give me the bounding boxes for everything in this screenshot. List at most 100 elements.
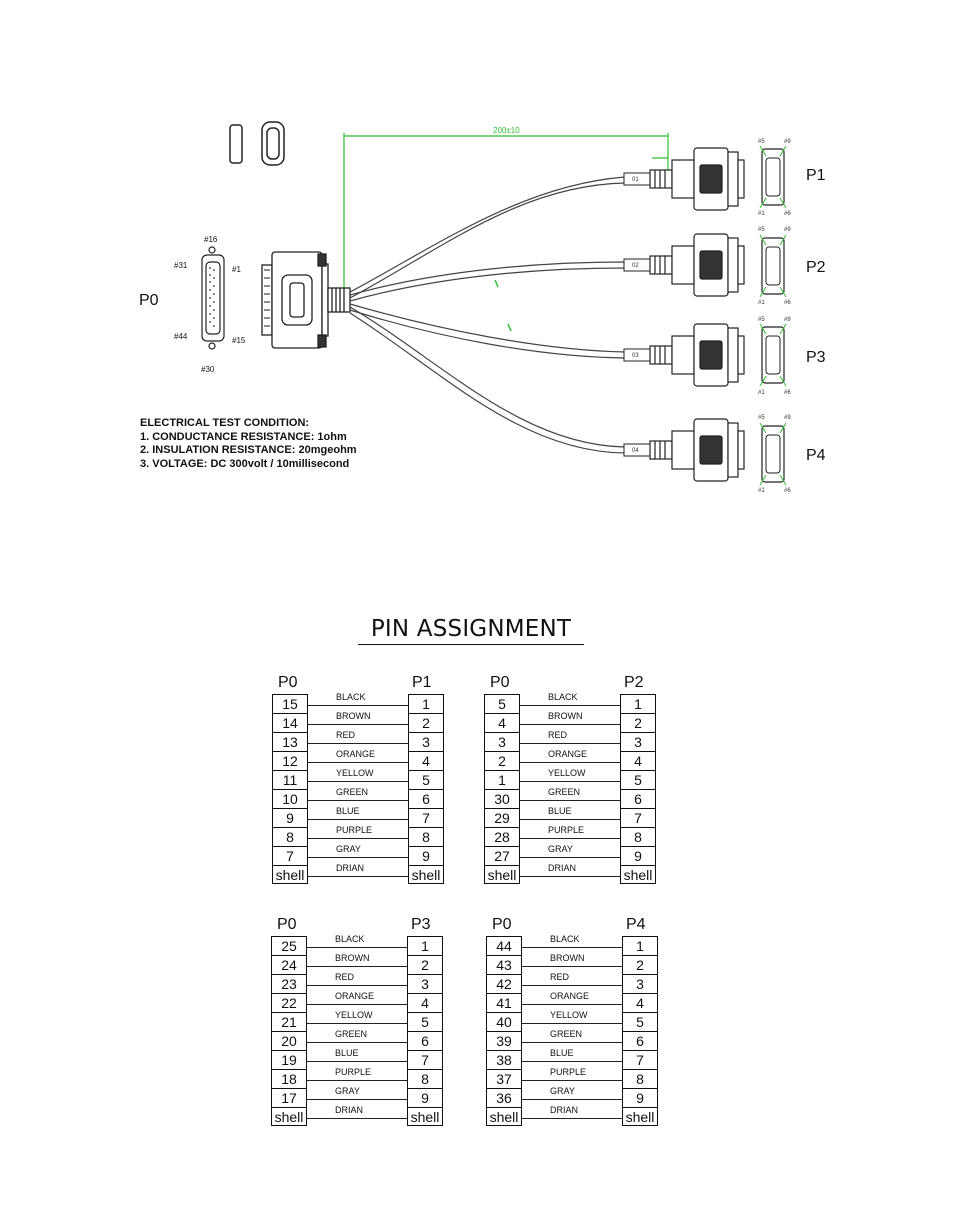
p0-pin-cell: 14 [272, 713, 308, 732]
wire-color-label: YELLOW [336, 768, 374, 778]
port-pin-cell: 9 [620, 846, 656, 865]
wire-color-label: BLACK [548, 692, 578, 702]
wire-row: PURPLE [308, 825, 408, 846]
wire-row: BROWN [520, 711, 620, 732]
wire-row: GREEN [307, 1029, 407, 1050]
p0-pin-cell: 1 [484, 770, 520, 789]
wire-color-label: GREEN [550, 1029, 583, 1039]
wire-line [307, 1042, 407, 1043]
port-p3-pin-br: #6 [784, 390, 791, 396]
p0-pin-cell: shell [486, 1107, 522, 1126]
end-cap-parts [229, 121, 285, 166]
port-pin-cell: 7 [408, 808, 444, 827]
wire-row: RED [522, 972, 622, 993]
port-pin-cell: 1 [407, 936, 443, 955]
port-pin-cell: 9 [407, 1088, 443, 1107]
p0-pin-cell: 10 [272, 789, 308, 808]
port-pin-cell: 1 [622, 936, 658, 955]
port-p3-pin-tr: #9 [784, 317, 791, 323]
p0-pin-cell: 36 [486, 1088, 522, 1107]
wire-row: BLUE [307, 1048, 407, 1069]
port-pin-cell: shell [408, 865, 444, 884]
p0-pin-cell: 21 [271, 1012, 307, 1031]
wire-line [522, 947, 622, 948]
p0-connector-face [201, 246, 225, 350]
wire-color-label: ORANGE [335, 991, 375, 1001]
port-pin-cell: 5 [408, 770, 444, 789]
p0-pin-top: #16 [204, 235, 218, 244]
wire-color-label: PURPLE [550, 1067, 587, 1077]
p0-pin-cell: 40 [486, 1012, 522, 1031]
pin-assignment-title: PIN ASSIGNMENT [358, 616, 584, 645]
p0-pin-cell: 39 [486, 1031, 522, 1050]
wire-line [307, 966, 407, 967]
wire-row: BLACK [307, 934, 407, 955]
wire-line [522, 985, 622, 986]
p0-pin-top-left: #31 [174, 261, 188, 270]
table-left-header: P0 [490, 674, 510, 691]
wire-line [520, 876, 620, 877]
port-pin-cell: 6 [620, 789, 656, 808]
port-p1-pin-br: #6 [784, 211, 791, 217]
port-pin-cell: 9 [408, 846, 444, 865]
port-pin-cell: shell [622, 1107, 658, 1126]
wire-color-label: BROWN [335, 953, 370, 963]
table-right-header: P1 [412, 674, 432, 691]
port-p2-tag: 02 [632, 263, 639, 269]
port-p4-pin-br: #6 [784, 488, 791, 494]
port-pin-cell: 7 [622, 1050, 658, 1069]
wire-line [520, 705, 620, 706]
p0-pin-cell: 24 [271, 955, 307, 974]
wire-row: ORANGE [307, 991, 407, 1012]
p0-pin-cell: 13 [272, 732, 308, 751]
port-pin-cell: shell [407, 1107, 443, 1126]
p0-pin-cell: 19 [271, 1050, 307, 1069]
table-right-header: P4 [626, 916, 646, 933]
port-pin-cell: 3 [408, 732, 444, 751]
wire-row: BROWN [308, 711, 408, 732]
port-p2-label: P2 [806, 259, 826, 276]
p0-pin-cell: 22 [271, 993, 307, 1012]
wire-line [522, 966, 622, 967]
p0-pin-dots [209, 267, 215, 327]
wire-row: YELLOW [522, 1010, 622, 1031]
port-p3-pin-bl: #1 [758, 390, 765, 396]
cable-branches [349, 176, 626, 454]
port-pin-cell: 2 [620, 713, 656, 732]
test-condition-line: 2. INSULATION RESISTANCE: 20mgeohm [140, 444, 357, 456]
port-pin-cell: 3 [407, 974, 443, 993]
port-p1-pin-tr: #9 [784, 139, 791, 145]
port-p3: 03 #5 #9 #1 #6 P3 [623, 317, 826, 396]
wire-row: RED [308, 730, 408, 751]
wire-line [307, 1118, 407, 1119]
port-p1-pin-tl: #5 [758, 139, 765, 145]
wire-row: BROWN [307, 953, 407, 974]
port-pin-cell: 9 [622, 1088, 658, 1107]
p0-pin-cell: 7 [272, 846, 308, 865]
port-p4-pin-tr: #9 [784, 415, 791, 421]
table-right-header: P2 [624, 674, 644, 691]
wire-line [520, 724, 620, 725]
cable-tie-marks [494, 279, 512, 332]
wire-line [522, 1061, 622, 1062]
test-condition-line: 1. CONDUCTANCE RESISTANCE: 1ohm [140, 430, 347, 443]
wire-line [307, 1023, 407, 1024]
wire-line [520, 819, 620, 820]
port-pin-cell: 3 [620, 732, 656, 751]
wire-row: GREEN [308, 787, 408, 808]
port-pin-cell: 5 [407, 1012, 443, 1031]
wire-line [307, 947, 407, 948]
wire-row: GRAY [308, 844, 408, 865]
port-pin-cell: 2 [407, 955, 443, 974]
wire-color-label: GRAY [550, 1086, 575, 1096]
wire-row: YELLOW [520, 768, 620, 789]
port-pin-cell: 4 [407, 993, 443, 1012]
wire-row: BLACK [522, 934, 622, 955]
electrical-test-conditions: ELECTRICAL TEST CONDITION: 1. CONDUCTANC… [140, 417, 357, 471]
wire-row: DRIAN [522, 1105, 622, 1126]
port-pin-cell: 4 [408, 751, 444, 770]
p0-pin-stubs [264, 269, 270, 327]
port-pin-cell: 8 [622, 1069, 658, 1088]
